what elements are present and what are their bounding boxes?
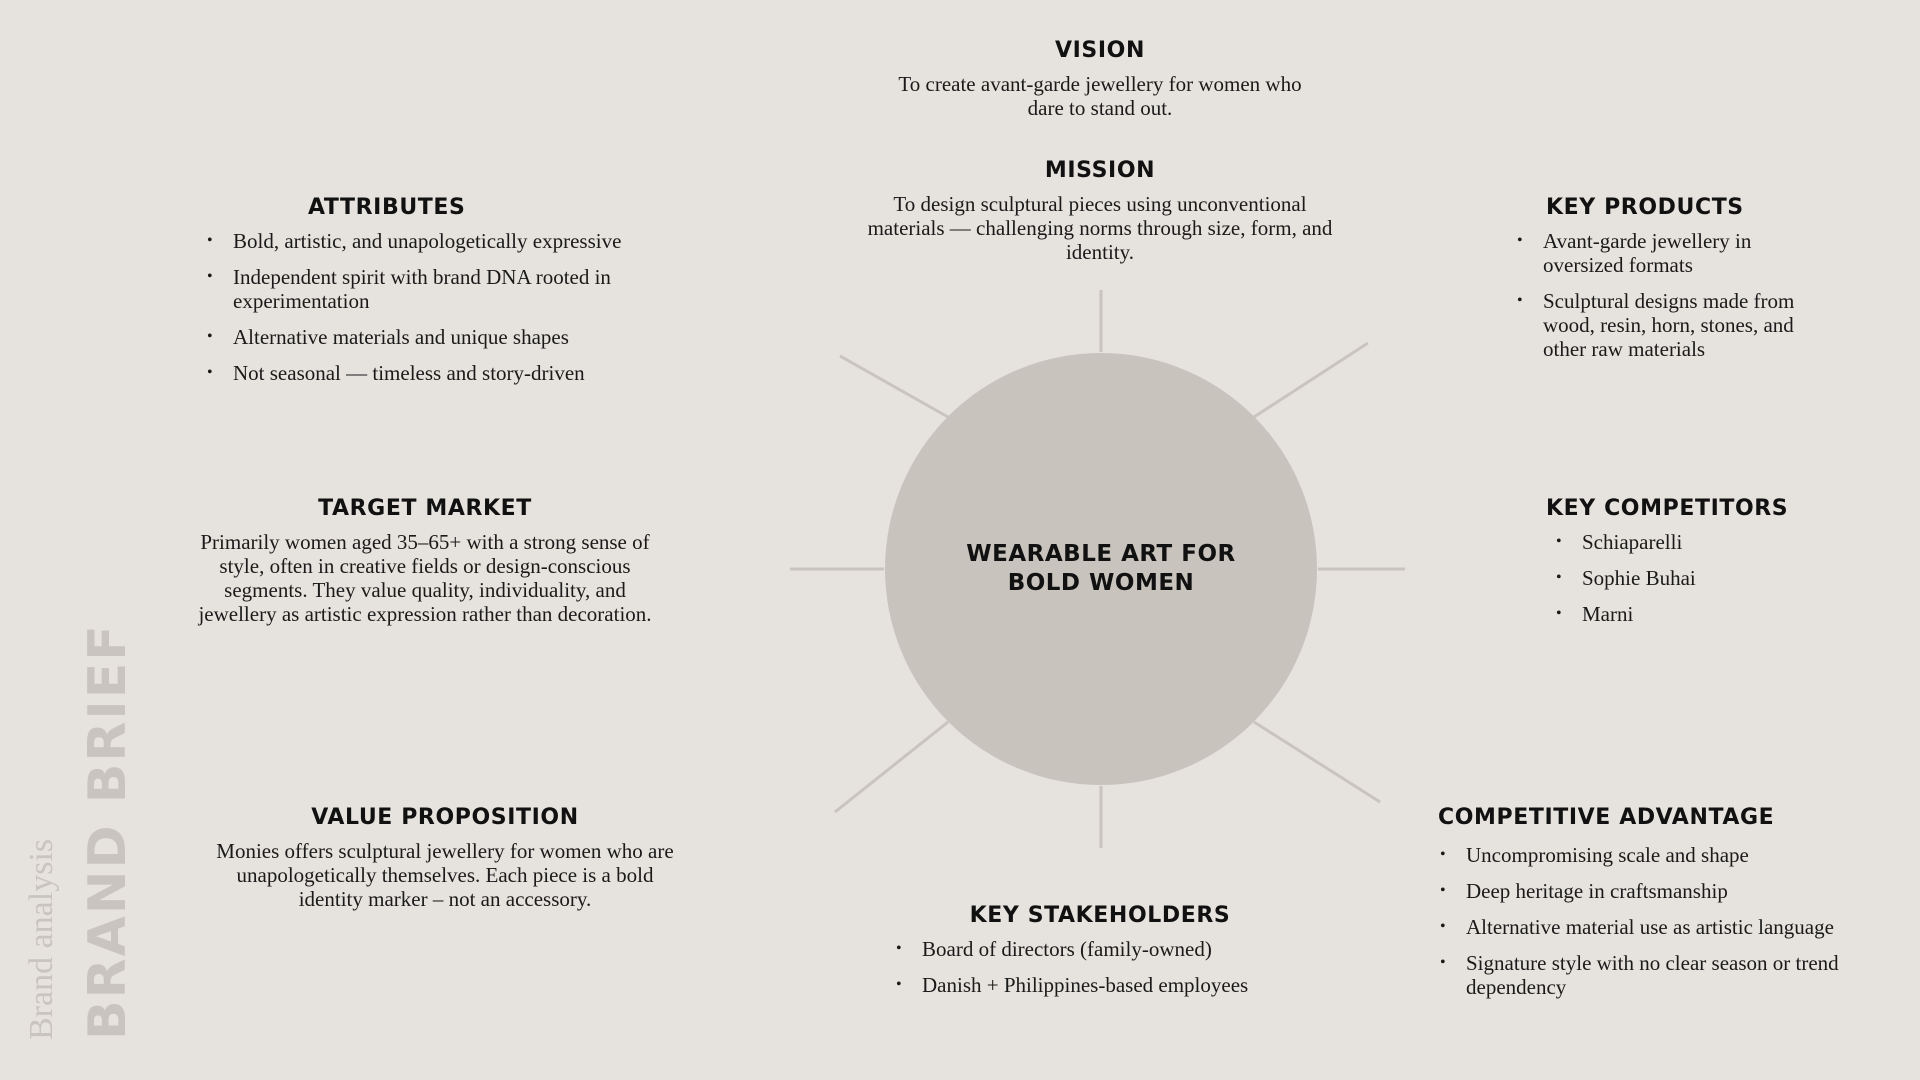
list-item: •Alternative material use as artistic la…	[1440, 915, 1834, 939]
list-item-text: Sculptural designs made from wood, resin…	[1543, 289, 1795, 361]
side-title: BRAND BRIEF	[78, 623, 138, 1040]
spoke-top-left	[839, 354, 949, 419]
vision-heading: VISION	[1055, 38, 1145, 63]
list-item: •Uncompromising scale and shape	[1440, 843, 1749, 867]
key-products-heading: KEY PRODUCTS	[1546, 195, 1744, 220]
competitive-advantage-section: COMPETITIVE ADVANTAGE •Uncompromising sc…	[1438, 805, 1898, 1011]
spoke-bottom-left	[834, 720, 949, 814]
list-item: •Marni	[1556, 602, 1634, 626]
spoke-top-right	[1253, 341, 1369, 419]
list-item-text: Marni	[1582, 602, 1634, 626]
target-market-text: Primarily women aged 35–65+ with a stron…	[198, 530, 652, 626]
target-market-heading: TARGET MARKET	[318, 496, 532, 521]
list-item: •Sculptural designs made from wood, resi…	[1517, 289, 1795, 361]
attributes-list: •Bold, artistic, and unapologetically ex…	[205, 229, 685, 385]
list-item: •Deep heritage in craftsmanship	[1440, 879, 1728, 903]
list-item: •Signature style with no clear season or…	[1440, 951, 1839, 999]
key-stakeholders-heading: KEY STAKEHOLDERS	[969, 903, 1231, 928]
mission-text: To design sculptural pieces using unconv…	[867, 192, 1333, 264]
list-item: •Danish + Philippines-based employees	[896, 973, 1249, 997]
list-item: •Independent spirit with brand DNA roote…	[207, 265, 611, 313]
list-item-text: Not seasonal — timeless and story-driven	[233, 361, 585, 385]
key-competitors-list: •Schiaparelli •Sophie Buhai •Marni	[1546, 530, 1846, 626]
list-item: •Not seasonal — timeless and story-drive…	[207, 361, 585, 385]
spoke-bottom-right	[1253, 720, 1381, 804]
key-products-list: •Avant-garde jewellery in oversized form…	[1515, 229, 1815, 361]
attributes-heading: ATTRIBUTES	[308, 195, 466, 220]
list-item: •Board of directors (family-owned)	[896, 937, 1212, 961]
list-item-text: Bold, artistic, and unapologetically exp…	[233, 229, 622, 253]
list-item-text: Deep heritage in craftsmanship	[1466, 879, 1728, 903]
central-hub: WEARABLE ART FOR BOLD WOMEN	[885, 353, 1317, 785]
list-item: •Avant-garde jewellery in oversized form…	[1517, 229, 1752, 277]
list-item-text: Uncompromising scale and shape	[1466, 843, 1749, 867]
vision-text: To create avant-garde jewellery for wome…	[898, 72, 1302, 120]
list-item: •Schiaparelli	[1556, 530, 1683, 554]
competitive-advantage-list: •Uncompromising scale and shape •Deep he…	[1438, 843, 1898, 999]
hub-label: WEARABLE ART FOR BOLD WOMEN	[966, 541, 1236, 596]
value-proposition-section: VALUE PROPOSITION Monies offers sculptur…	[205, 805, 685, 911]
attributes-section: ATTRIBUTES •Bold, artistic, and unapolog…	[205, 195, 685, 397]
list-item-text: Alternative materials and unique shapes	[233, 325, 569, 349]
target-market-section: TARGET MARKET Primarily women aged 35–65…	[190, 496, 660, 626]
list-item-text: Avant-garde jewellery in oversized forma…	[1543, 229, 1752, 277]
value-proposition-heading: VALUE PROPOSITION	[311, 805, 579, 830]
mission-section: MISSION To design sculptural pieces usin…	[855, 158, 1345, 264]
competitive-advantage-heading: COMPETITIVE ADVANTAGE	[1438, 805, 1775, 830]
mission-heading: MISSION	[1044, 158, 1156, 183]
list-item: •Alternative materials and unique shapes	[207, 325, 569, 349]
vision-section: VISION To create avant-garde jewellery f…	[860, 38, 1340, 120]
key-competitors-heading: KEY COMPETITORS	[1546, 496, 1789, 521]
list-item-text: Danish + Philippines-based employees	[922, 973, 1249, 997]
value-proposition-text: Monies offers sculptural jewellery for w…	[216, 839, 674, 911]
list-item: •Sophie Buhai	[1556, 566, 1696, 590]
list-item-text: Alternative material use as artistic lan…	[1466, 915, 1834, 939]
key-stakeholders-list: •Board of directors (family-owned) •Dani…	[890, 937, 1310, 997]
list-item-text: Board of directors (family-owned)	[922, 937, 1212, 961]
key-products-section: KEY PRODUCTS •Avant-garde jewellery in o…	[1515, 195, 1815, 373]
key-competitors-section: KEY COMPETITORS •Schiaparelli •Sophie Bu…	[1546, 496, 1846, 638]
list-item-text: Independent spirit with brand DNA rooted…	[233, 265, 611, 313]
list-item-text: Sophie Buhai	[1582, 566, 1696, 590]
list-item: •Bold, artistic, and unapologetically ex…	[207, 229, 622, 253]
list-item-text: Signature style with no clear season or …	[1466, 951, 1839, 999]
list-item-text: Schiaparelli	[1582, 530, 1683, 554]
key-stakeholders-section: KEY STAKEHOLDERS •Board of directors (fa…	[890, 903, 1310, 1009]
side-subtitle: Brand analysis	[23, 838, 60, 1040]
